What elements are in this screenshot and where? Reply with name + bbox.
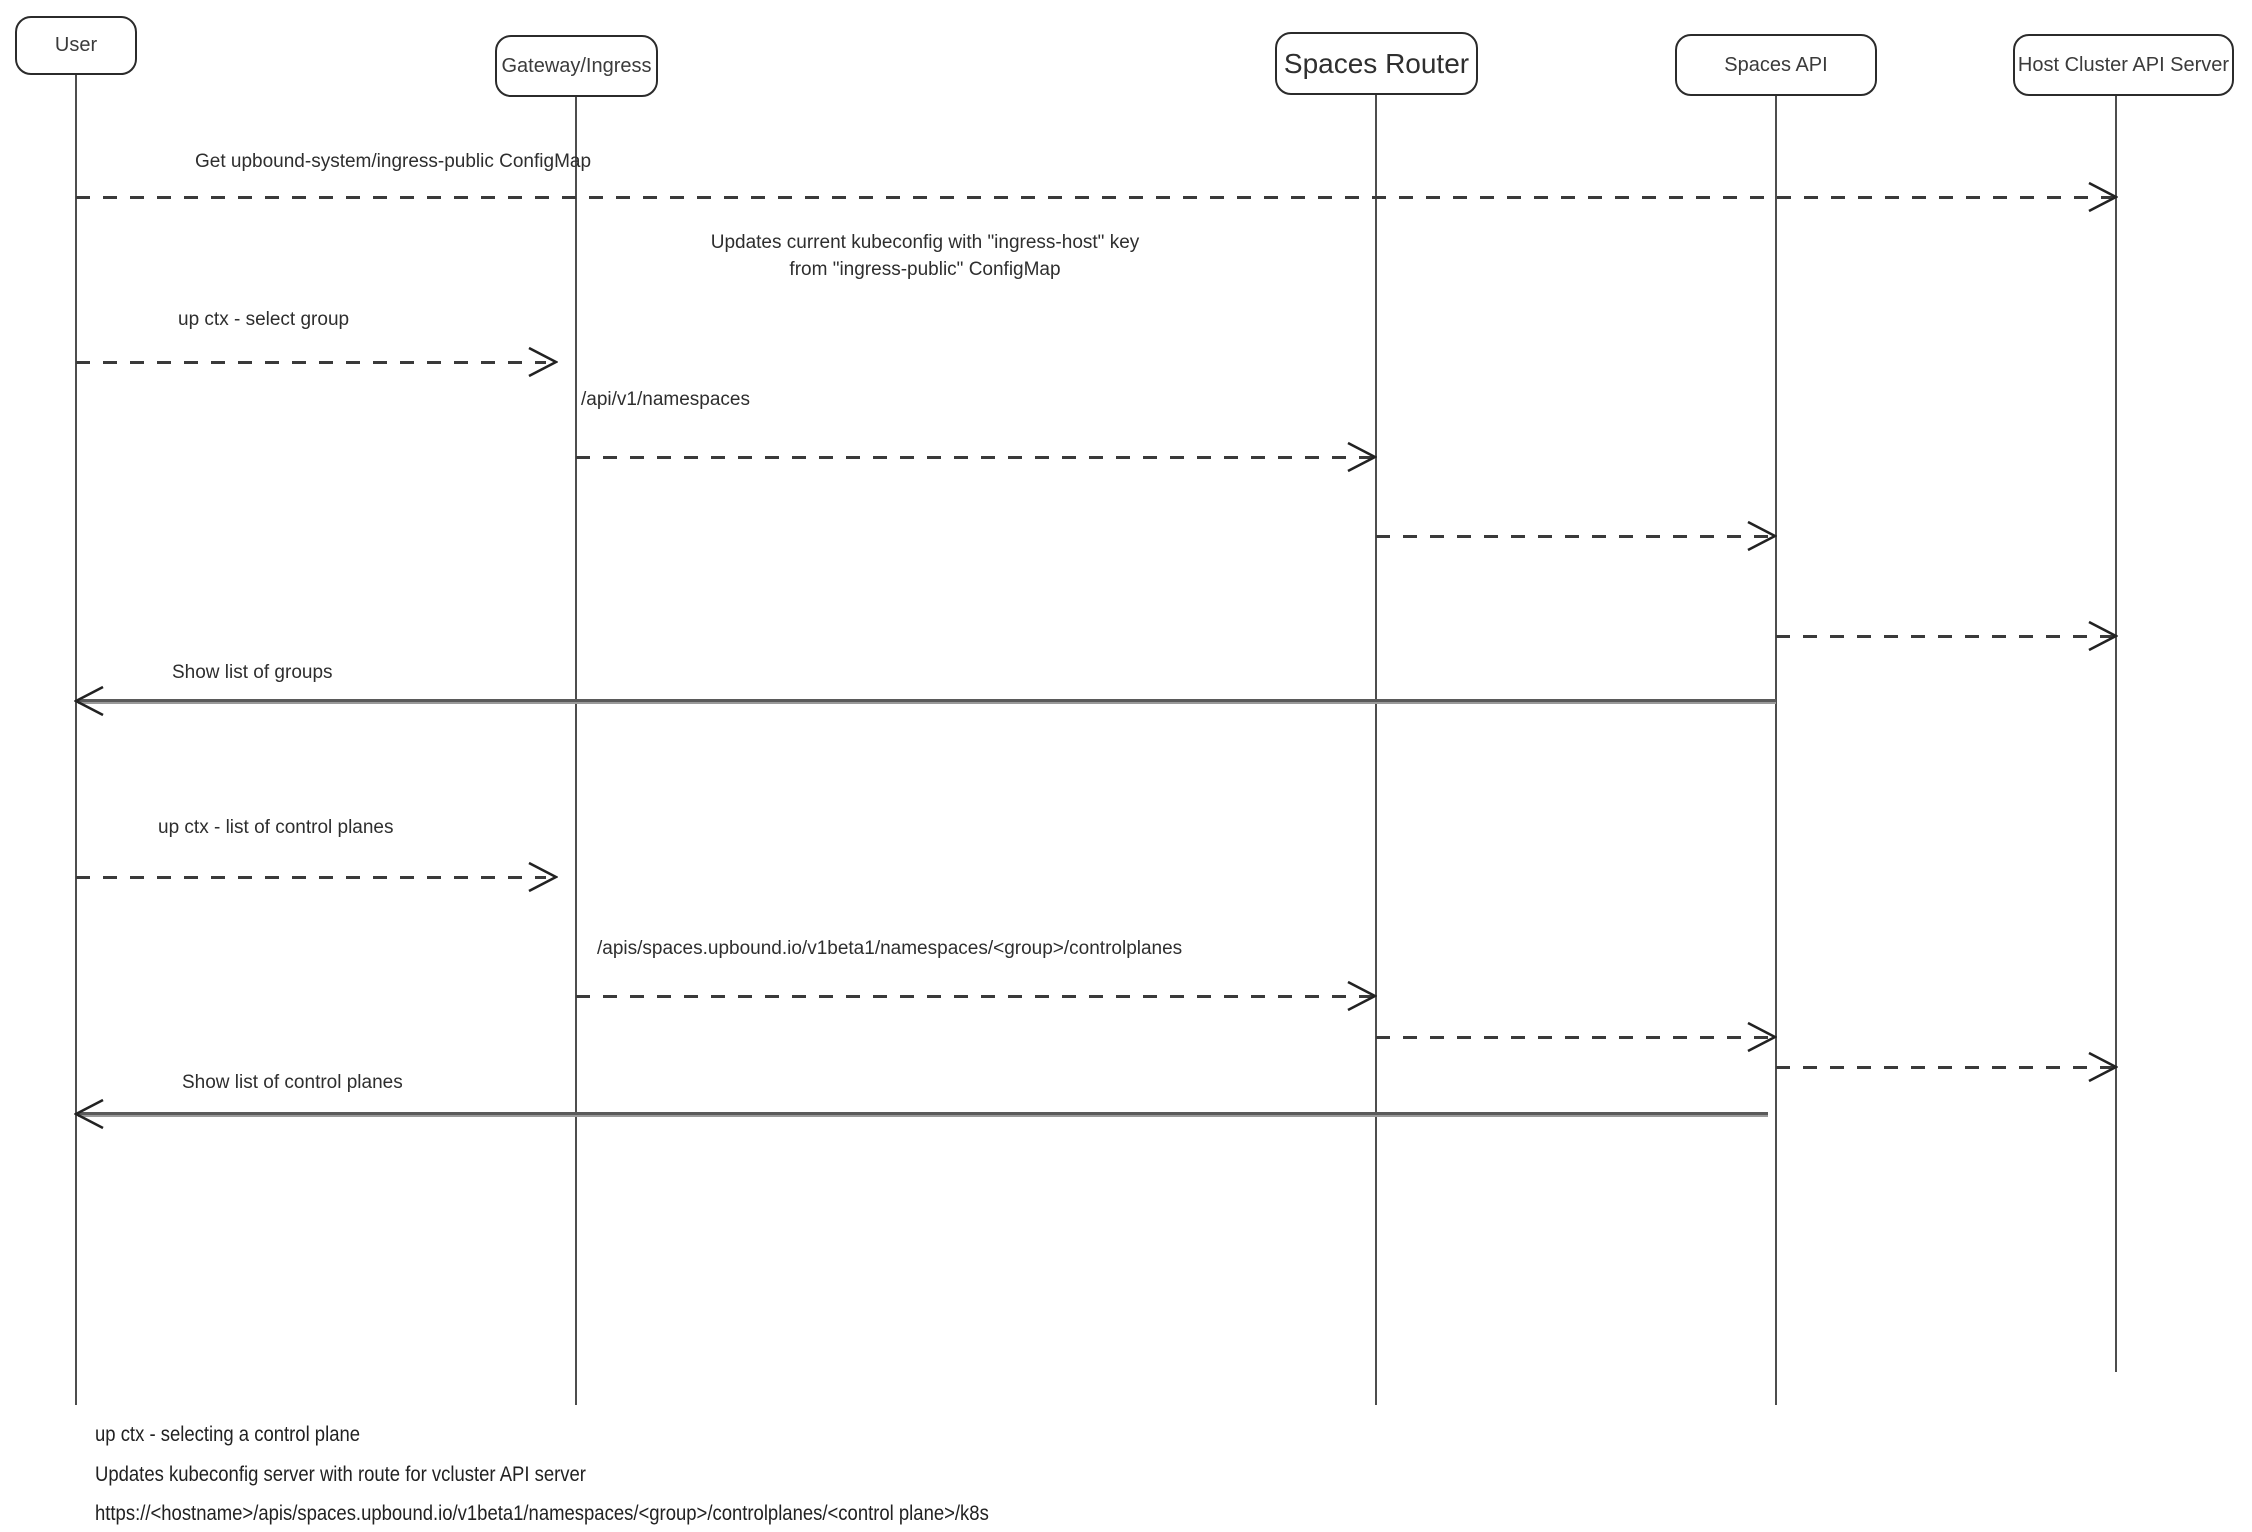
actor-box-host-cluster-api-server: Host Cluster API Server [2013, 34, 2234, 96]
message-label-show-control-planes: Show list of control planes [182, 1072, 403, 1093]
actor-label-host-cluster-api-server: Host Cluster API Server [2017, 53, 2230, 76]
message-arrow-select-group [76, 361, 546, 364]
footnote-selecting-control-plane: up ctx - selecting a control plane [95, 1423, 361, 1446]
arrowhead-right-icon [2088, 1051, 2118, 1083]
arrowhead-right-icon [1347, 980, 1377, 1012]
actor-label-spaces-router: Spaces Router [1283, 47, 1470, 79]
arrowhead-right-icon [1347, 441, 1377, 473]
arrowhead-right-icon [528, 861, 558, 893]
lifeline-gateway-ingress [575, 97, 577, 1405]
message-arrow-namespaces [576, 456, 1375, 459]
message-label-controlplanes-api: /apis/spaces.upbound.io/v1beta1/namespac… [597, 938, 1183, 959]
actor-box-spaces-router: Spaces Router [1275, 32, 1478, 95]
lifeline-spaces-router [1375, 95, 1377, 1405]
message-arrow-show-control-planes [78, 1112, 1768, 1115]
arrowhead-right-icon [2088, 181, 2118, 213]
arrowhead-left-icon [74, 685, 104, 717]
actor-box-user: User [15, 16, 137, 75]
actor-box-spaces-api: Spaces API [1675, 34, 1877, 96]
message-arrow-controlplanes-api [576, 995, 1375, 998]
arrowhead-right-icon [1747, 520, 1777, 552]
actor-label-user: User [54, 34, 98, 56]
message-label-namespaces: /api/v1/namespaces [581, 389, 750, 410]
actor-label-gateway-ingress: Gateway/Ingress [501, 54, 652, 77]
message-label-select-group: up ctx - select group [178, 309, 350, 330]
arrowhead-right-icon [1747, 1021, 1777, 1053]
lifeline-spaces-api [1775, 96, 1777, 1405]
message-arrow-list-control-planes [76, 876, 546, 879]
lifeline-user [75, 75, 77, 1405]
message-arrow-get-configmap [76, 196, 2114, 199]
message-arrow-router-to-api-1 [1376, 535, 1775, 538]
lifeline-host-cluster-api-server [2115, 96, 2117, 1372]
note-kubeconfig-update: Updates current kubeconfig with "ingress… [690, 229, 1160, 283]
arrowhead-right-icon [2088, 620, 2118, 652]
note-line-2: from "ingress-public" ConfigMap [789, 259, 1061, 280]
footnote-vcluster-url: https://<hostname>/apis/spaces.upbound.i… [95, 1502, 989, 1525]
actor-box-gateway-ingress: Gateway/Ingress [495, 35, 658, 97]
message-arrow-api-to-host-1 [1776, 635, 2115, 638]
message-label-get-configmap: Get upbound-system/ingress-public Config… [195, 151, 592, 172]
message-label-show-groups: Show list of groups [172, 662, 333, 683]
actor-label-spaces-api: Spaces API [1724, 53, 1828, 76]
footnote-updates-kubeconfig: Updates kubeconfig server with route for… [95, 1463, 586, 1486]
message-arrow-router-to-api-2 [1376, 1036, 1775, 1039]
message-arrow-api-to-host-2 [1776, 1066, 2115, 1069]
message-label-list-control-planes: up ctx - list of control planes [158, 817, 394, 838]
note-line-1: Updates current kubeconfig with "ingress… [710, 232, 1140, 253]
arrowhead-right-icon [528, 346, 558, 378]
message-arrow-show-groups [78, 699, 1776, 702]
arrowhead-left-icon [74, 1098, 104, 1130]
